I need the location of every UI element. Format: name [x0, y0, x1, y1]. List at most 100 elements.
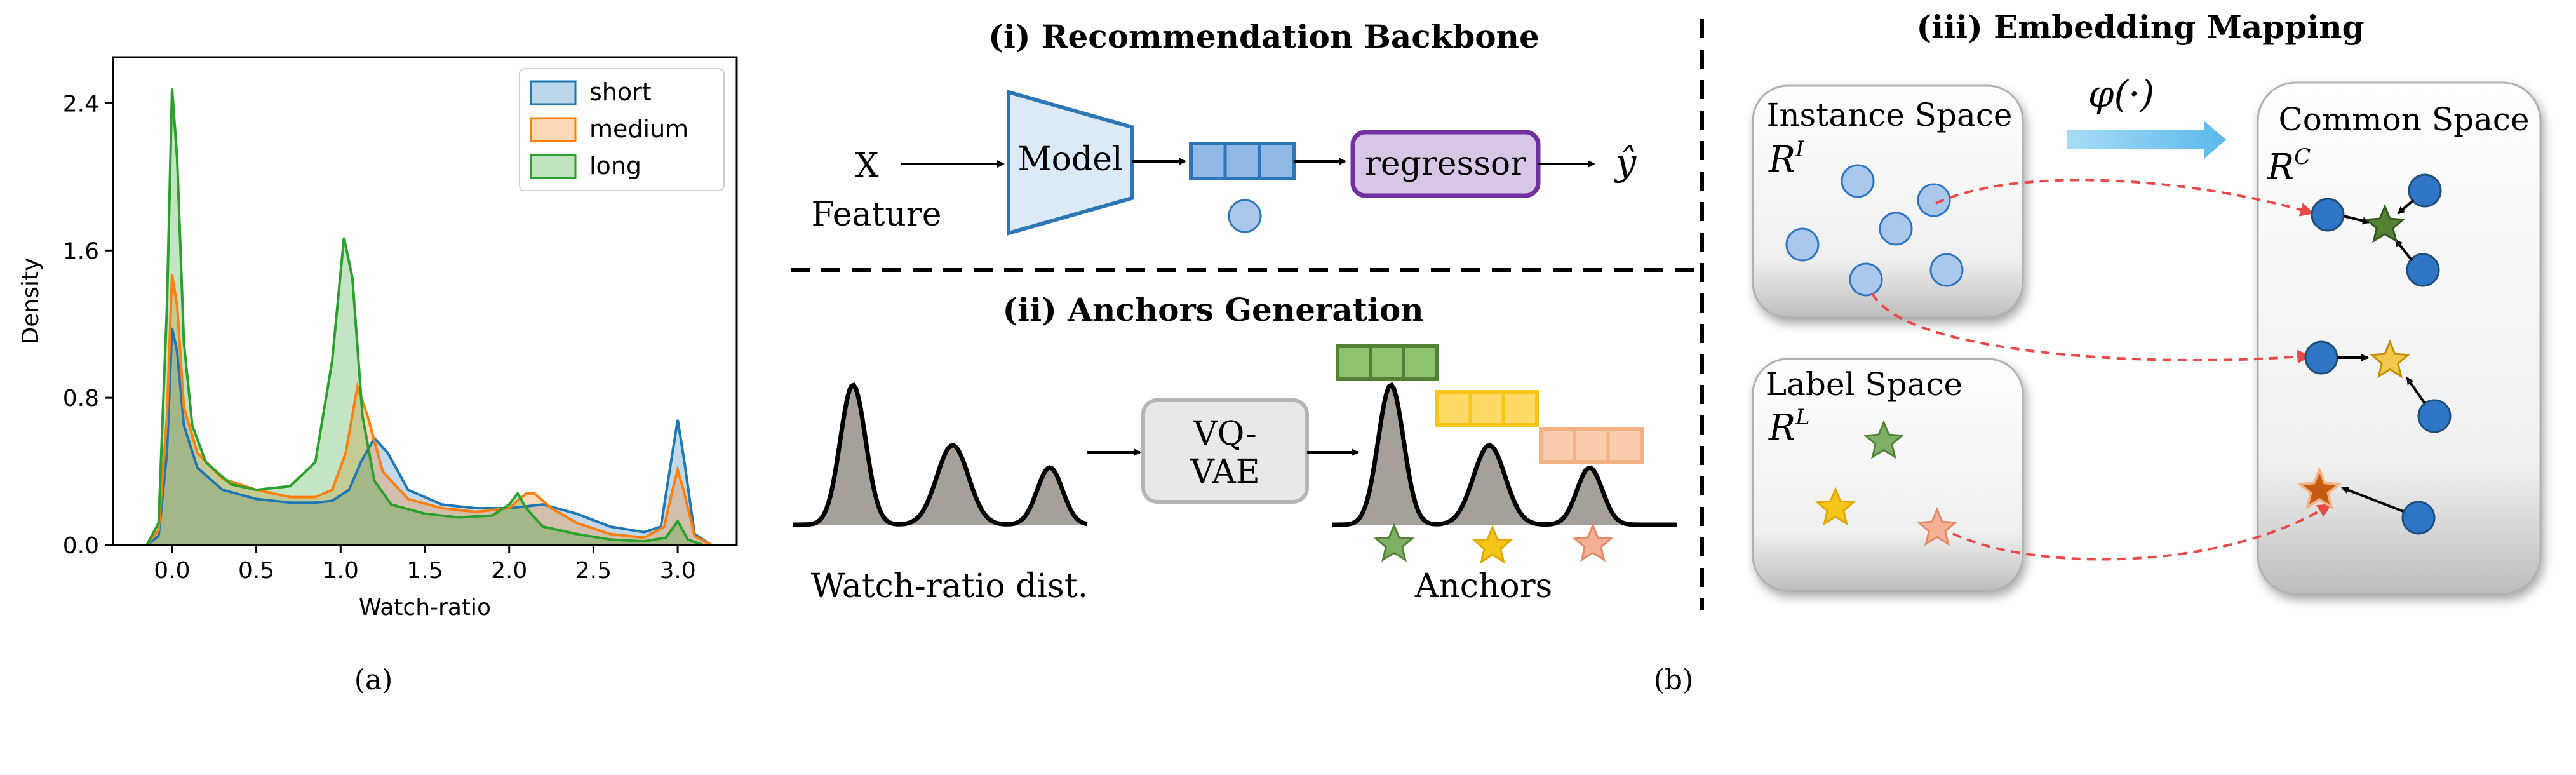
density-lines — [145, 88, 713, 546]
instance-dot — [1841, 164, 1875, 198]
y-tick-label: 0.0 — [63, 533, 99, 559]
x-tick-label: 0.0 — [154, 558, 190, 584]
x-tick-label: 1.5 — [406, 558, 443, 584]
anchor-vector-yellow — [1435, 390, 1539, 427]
legend-box — [519, 68, 725, 191]
y-axis-label: Density — [18, 258, 44, 345]
legend-label-long: long — [589, 152, 641, 180]
label-space-label: Label Space — [1766, 366, 1962, 403]
chart-axes: 0.0 0.5 1.0 1.5 2.0 2.5 3.0 0.0 0.8 1.6 2.4 — [63, 56, 738, 584]
label-space-box — [1752, 358, 2024, 592]
dist-curve — [793, 382, 1088, 527]
x-tick-label: 0.5 — [238, 558, 274, 584]
common-star-yellow — [2369, 339, 2411, 379]
label-star-green — [1863, 420, 1905, 459]
mapping-section: (iii) Embedding Mapping Instance Space R… — [1752, 8, 2542, 595]
anchors-label: Anchors — [1414, 567, 1553, 605]
instance-dot — [1929, 253, 1964, 287]
pull-arrow — [2394, 239, 2413, 262]
common-space-symbol: RC — [2267, 144, 2311, 188]
density-area-medium — [147, 274, 712, 545]
anchor-star-green — [1373, 523, 1415, 562]
input-x-label: X — [855, 147, 878, 185]
anchor-vector-salmon — [1539, 427, 1644, 464]
density-line-long — [145, 88, 704, 546]
pull-arrow — [2343, 215, 2370, 225]
caption-b: (b) — [1654, 664, 1694, 696]
vqvae-label-line2: VAE — [1190, 453, 1260, 491]
density-line-medium — [145, 274, 713, 546]
density-area-short — [147, 328, 712, 545]
dist-fill — [1332, 385, 1677, 525]
instance-dot — [1849, 262, 1883, 297]
legend-swatch-long — [530, 154, 577, 179]
density-chart: 0.0 0.5 1.0 1.5 2.0 2.5 3.0 0.0 0.8 1.6 2.4 Densit… — [18, 56, 738, 621]
caption-a: (a) — [354, 664, 393, 696]
x-tick-label: 1.0 — [323, 558, 359, 584]
legend-label-short: short — [589, 78, 652, 106]
pull-arrow — [2406, 377, 2426, 405]
instance-dot — [1917, 183, 1951, 217]
backbone-section: (i) Recommendation Backbone X Feature Mo… — [811, 18, 1637, 236]
common-dot — [2304, 340, 2338, 375]
instance-space-label: Instance Space — [1767, 97, 2013, 133]
x-tick-label: 3.0 — [659, 558, 695, 584]
anchors-title: (ii) Anchors Generation — [1002, 291, 1423, 328]
phi-label: φ(·) — [2088, 72, 2154, 116]
y-tick-label: 2.4 — [63, 91, 99, 117]
instance-dots — [1785, 164, 1964, 297]
x-axis-label: Watch-ratio — [359, 595, 491, 621]
pull-arrow — [2341, 486, 2404, 513]
backbone-title: (i) Recommendation Backbone — [988, 18, 1540, 55]
common-space-points — [2297, 173, 2452, 535]
output-y-hat: ŷ — [1614, 140, 1637, 184]
y-tick-label: 0.8 — [63, 386, 99, 412]
legend-swatch-medium — [530, 117, 577, 142]
phi-mapping-arrow — [2067, 121, 2226, 159]
instance-dot — [1879, 212, 1913, 246]
pull-arrow — [2397, 199, 2415, 215]
common-dot — [2417, 399, 2452, 433]
vqvae-label-line1: VQ- — [1193, 415, 1257, 453]
x-tick-label: 2.5 — [575, 558, 612, 584]
watch-ratio-distribution — [793, 382, 1088, 527]
common-star-green — [2364, 204, 2406, 243]
common-dot — [2401, 501, 2436, 535]
density-line-short — [145, 327, 713, 546]
common-star-orange — [2297, 466, 2342, 510]
anchored-distribution — [1332, 382, 1677, 527]
common-space-label: Common Space — [2278, 101, 2529, 138]
dist-curve — [1332, 382, 1677, 527]
anchor-star-yellow — [1472, 525, 1513, 564]
watch-ratio-dist-label: Watch-ratio dist. — [811, 567, 1088, 605]
mapping-title: (iii) Embedding Mapping — [1916, 8, 2364, 46]
y-tick-label: 1.6 — [63, 238, 99, 264]
common-dot — [2311, 198, 2345, 232]
instance-space-symbol: RI — [1768, 137, 1804, 180]
dist-fill — [793, 385, 1087, 525]
label-star-yellow — [1815, 487, 1856, 526]
mapping-curve-2 — [1871, 293, 2311, 364]
density-areas — [147, 88, 712, 546]
label-space-symbol: RL — [1768, 405, 1810, 448]
chart-legend: short medium long — [519, 68, 725, 191]
legend-swatch-short — [530, 80, 577, 105]
feature-label: Feature — [811, 196, 941, 234]
mapping-curve-1 — [1935, 179, 2314, 217]
embedding-dot — [1228, 199, 1262, 233]
regressor-label: regressor — [1365, 145, 1526, 183]
anchors-section: (ii) Anchors Generation Watch-ratio dist… — [793, 291, 1677, 605]
common-dot — [2408, 173, 2442, 208]
model-block — [1007, 90, 1134, 236]
x-tick-label: 2.0 — [491, 558, 527, 584]
density-area-long — [147, 88, 703, 546]
anchor-vector-green — [1336, 344, 1439, 381]
embedding-vector — [1189, 142, 1296, 180]
common-dot — [2406, 253, 2440, 287]
model-label: Model — [1017, 140, 1122, 179]
legend-label-medium: medium — [589, 115, 688, 143]
instance-dot — [1785, 227, 1820, 262]
label-star-salmon — [1916, 507, 1958, 546]
anchor-star-salmon — [1572, 523, 1614, 562]
